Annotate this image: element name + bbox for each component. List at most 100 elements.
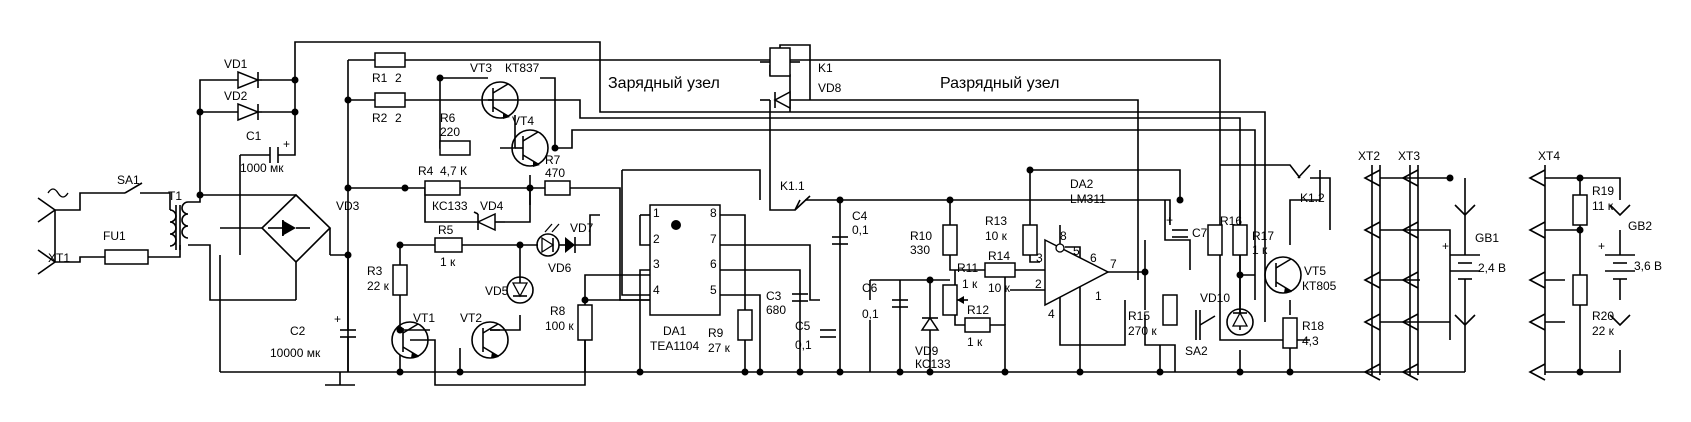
resistor-r20: R20 22 к	[1572, 274, 1615, 338]
capacitor-c6: C6 0,1	[862, 281, 908, 321]
connector-xt2: XT2	[1358, 149, 1381, 381]
k11-label: K1.1	[780, 179, 805, 193]
da2-pin6: 6	[1090, 251, 1097, 265]
r9-label: R9	[708, 326, 724, 340]
resistor-r19: R19 11 к	[1572, 184, 1614, 226]
r18-label: R18	[1302, 319, 1324, 333]
gb2-value: 3,6 В	[1634, 259, 1662, 273]
resistor-r2: R2 2	[372, 92, 406, 125]
r8-label: R8	[550, 304, 566, 318]
gb2-plus: +	[1598, 239, 1605, 253]
transistor-vt1: VT1	[391, 311, 435, 359]
da1-pin5: 5	[710, 283, 717, 297]
da1-pin3: 3	[653, 257, 660, 271]
vd4-label: VD4	[480, 199, 504, 213]
r2-label: R2	[372, 111, 388, 125]
resistor-r4: R4 4,7 К	[418, 164, 467, 196]
diode-vd2: VD2	[224, 89, 262, 122]
xt3-label: XT3	[1398, 149, 1420, 163]
da2-type: LM311	[1070, 192, 1106, 206]
section-charge-label: Зарядный узел	[608, 75, 720, 92]
transistor-vt5: VT5 КТ805	[1264, 256, 1337, 294]
contact-k12: K1.2	[1297, 164, 1325, 205]
da1-pin4: 4	[653, 283, 660, 297]
fuse-fu1: FU1	[103, 229, 149, 265]
vd9-label: VD9	[915, 344, 939, 358]
r4-label: R4	[418, 164, 434, 178]
relay-k1: K1	[760, 47, 833, 77]
da1-pin7: 7	[710, 232, 717, 246]
capacitor-c3: C3 680	[766, 289, 808, 317]
r3-label: R3	[367, 264, 383, 278]
c6-value: 0,1	[862, 307, 879, 321]
r12-value: 1 к	[967, 335, 983, 349]
r8-value: 100 к	[545, 319, 574, 333]
c5-label: C5	[795, 319, 811, 333]
da1-label: DA1	[663, 324, 687, 338]
da2-pin2: 2	[1035, 277, 1042, 291]
contact-k11: K1.1	[780, 179, 811, 211]
r15-label: R15	[1128, 309, 1150, 323]
da2-pin1: 1	[1095, 289, 1102, 303]
switch-sa2: SA2	[1185, 310, 1216, 358]
r19-label: R19	[1592, 184, 1614, 198]
r5-value: 1 к	[440, 255, 456, 269]
r17-value: 1 к	[1252, 243, 1268, 257]
r11-label: R11	[957, 261, 978, 275]
vd5-label: VD5	[485, 284, 509, 298]
r10-label: R10	[910, 229, 932, 243]
c2-value: 10000 мк	[270, 346, 321, 360]
vd8-label: VD8	[818, 81, 842, 95]
gb2-label: GB2	[1628, 219, 1652, 233]
resistor-r15: R15 270 к	[1128, 294, 1178, 338]
resistor-r8: R8 100 к	[545, 304, 593, 372]
da2-pin8: 8	[1060, 229, 1067, 243]
transformer-t1: T1	[168, 189, 189, 250]
resistor-r3: R3 22 к	[367, 264, 408, 296]
vt3-type: КТ837	[505, 61, 540, 75]
r18-value: 4,3	[1302, 334, 1319, 348]
resistor-r1: R1 2	[372, 52, 406, 85]
r12-label: R12	[967, 303, 989, 317]
junction-dots	[196, 74, 1584, 376]
resistor-r14: R14 10 к	[984, 249, 1045, 295]
c1-plus: +	[283, 137, 290, 151]
k1-label: K1	[818, 61, 833, 75]
resistor-r13: R13 10 к	[985, 214, 1038, 256]
resistor-r17: R17 1 к	[1232, 224, 1274, 257]
vt5-label: VT5	[1304, 264, 1326, 278]
resistor-r9: R9 27 к	[708, 309, 753, 355]
switch-sa1: SA1	[117, 173, 143, 194]
r15-value: 270 к	[1128, 324, 1157, 338]
led-vd10: VD10	[1200, 291, 1254, 336]
ic-da1: 1 2 3 4 5 6 7 8 DA1 TEA1104	[649, 204, 721, 353]
resistor-r5: R5 1 к	[434, 223, 463, 269]
r7-label: R7	[545, 153, 561, 167]
da1-pin2: 2	[653, 232, 660, 246]
r3-value: 22 к	[367, 279, 390, 293]
da2-pin4: 4	[1048, 307, 1055, 321]
c3-label: C3	[766, 289, 782, 303]
diode-vd7: VD7	[559, 221, 594, 253]
vd7-label: VD7	[570, 221, 594, 235]
da1-pin1: 1	[653, 206, 660, 220]
connector-xt3: XT3	[1398, 149, 1420, 381]
da1-pin6: 6	[710, 257, 717, 271]
r13-value: 10 к	[985, 229, 1008, 243]
potentiometer-r11: R11 1 к	[942, 261, 978, 316]
t1-label: T1	[168, 189, 182, 203]
capacitor-c5: C5 0,1	[795, 319, 836, 352]
resistor-r12: R12 1 к	[964, 303, 991, 349]
r10-value: 330	[910, 243, 930, 257]
vd1-label: VD1	[224, 57, 248, 71]
r6-value: 220	[440, 125, 460, 139]
c7-label: C7	[1192, 226, 1208, 240]
r11-value: 1 к	[962, 277, 978, 291]
r20-value: 22 к	[1592, 324, 1615, 338]
sa2-label: SA2	[1185, 344, 1208, 358]
vd9-type: КС133	[915, 357, 951, 371]
vt5-type: КТ805	[1302, 279, 1337, 293]
r13-label: R13	[985, 214, 1007, 228]
diode-vd1: VD1	[224, 57, 262, 90]
vt2-label: VT2	[460, 311, 482, 325]
